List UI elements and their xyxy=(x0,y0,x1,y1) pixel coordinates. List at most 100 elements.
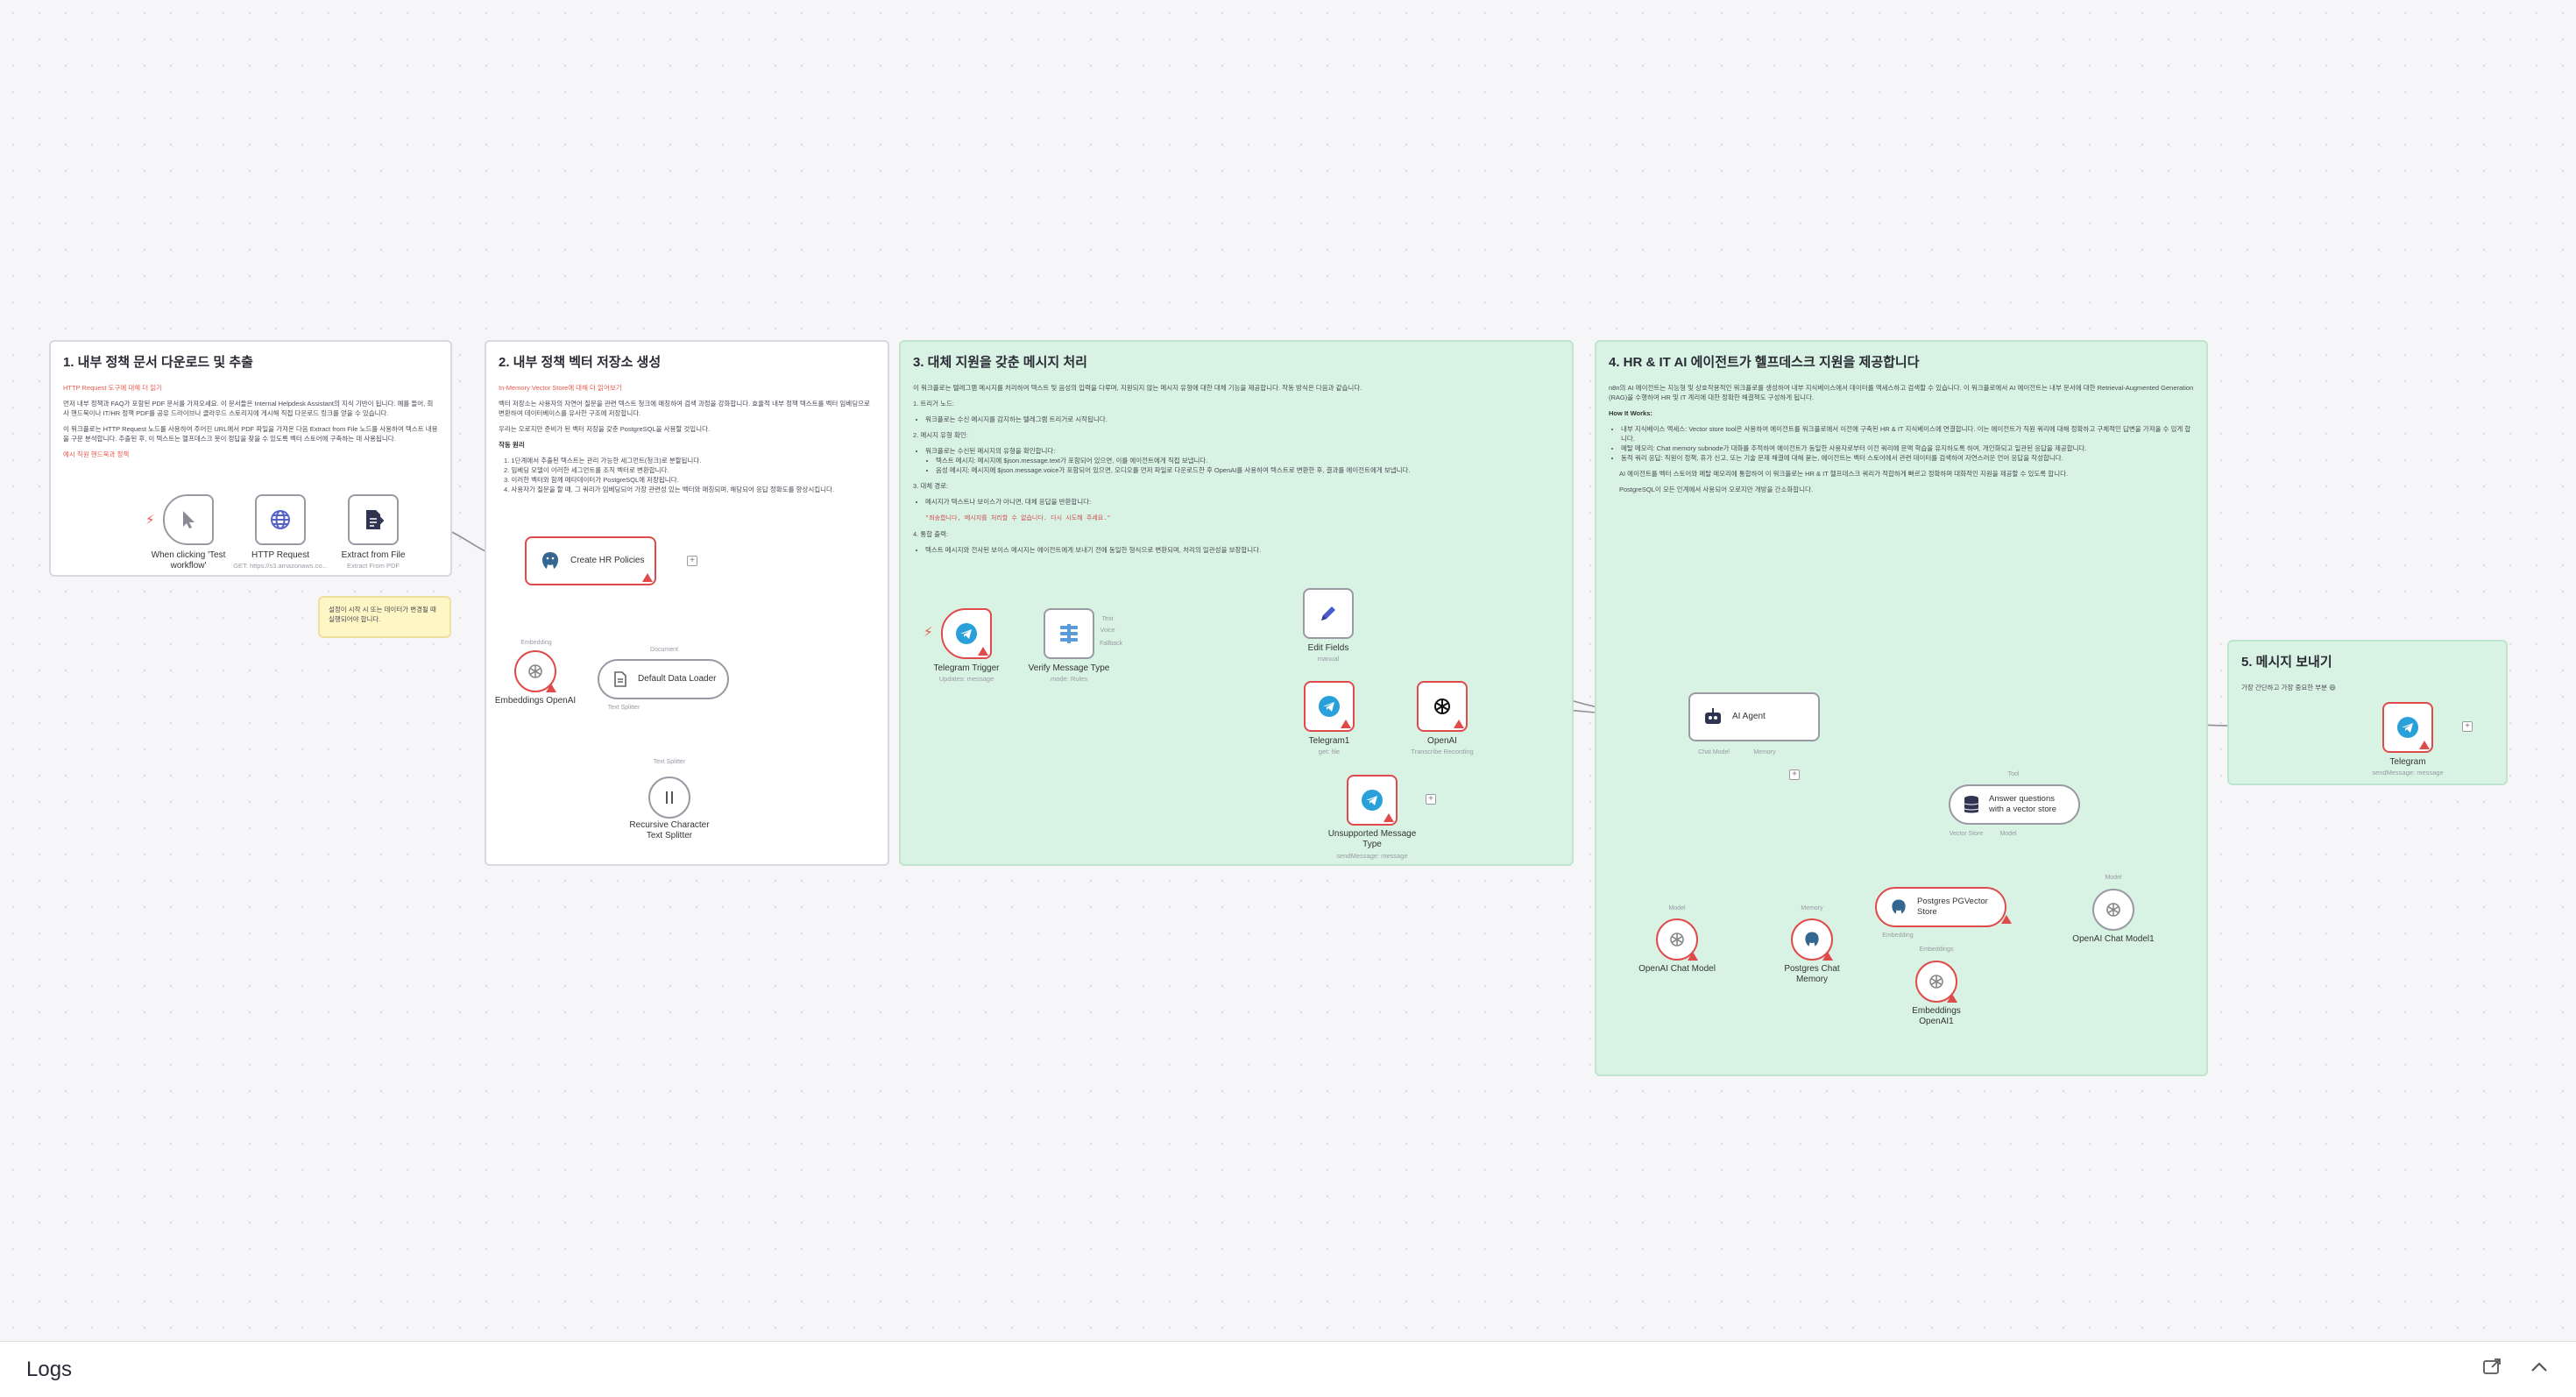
port-memory-label: Memory xyxy=(1753,749,1776,755)
openai-logo-icon xyxy=(1670,933,1684,947)
verify-message-type-node[interactable] xyxy=(1044,608,1094,659)
sticky-2-link[interactable]: In-Memory Vector Store에 대해 더 읽어보기 xyxy=(499,384,622,392)
openai-chat-model1-label: OpenAI Chat Model1 xyxy=(2072,934,2155,944)
logs-title[interactable]: Logs xyxy=(26,1357,73,1381)
sticky-2-list-item: 3. 이러한 벡터와 함께 메타데이터가 PostgreSQL에 저장됩니다. xyxy=(504,476,679,484)
sticky-note-5[interactable]: 5. 메시지 보내기 가장 간단하고 가장 중요한 부분 😄 xyxy=(2227,640,2508,785)
telegram1-node[interactable] xyxy=(1304,681,1355,732)
sticky-3-h2: 2. 메시지 유형 확인: xyxy=(913,431,968,439)
trigger-bolt-icon: ⚡ xyxy=(924,625,933,640)
chevron-up-icon[interactable] xyxy=(2529,1357,2550,1383)
sticky-4-b3: 동적 쿼리 응답: 직원이 정책, 휴가 신고, 또는 기술 문제 해결에 대해… xyxy=(1621,453,2194,463)
http-request-label: HTTP Request xyxy=(251,550,309,560)
sticky-3-h3: 3. 대체 경로: xyxy=(913,482,949,490)
sticky-3-l1: 워크플로는 수신 메시지를 감지하는 텔레그램 트리거로 시작됩니다. xyxy=(925,415,1560,424)
ai-agent-node[interactable]: AI Agent xyxy=(1688,692,1820,741)
ai-agent-label: AI Agent xyxy=(1732,712,1766,721)
warning-icon xyxy=(642,573,653,582)
sticky-2-list-item: 2. 임베딩 모델이 이러한 세그먼트를 조직 벡터로 변환합니다. xyxy=(504,466,669,474)
sticky-note-1[interactable]: 1. 내부 정책 문서 다운로드 및 추출 HTTP Request 도구에 대… xyxy=(49,340,452,577)
warning-icon xyxy=(546,684,556,692)
manual-trigger-label: When clicking 'Test workflow' xyxy=(151,550,226,571)
embeddings-openai1-label: Embeddings OpenAI1 xyxy=(1912,1006,1961,1026)
sticky-note-3[interactable]: 3. 대체 지원을 갖춘 메시지 처리 이 워크플로는 텔레그램 메시지를 처리… xyxy=(899,340,1574,866)
openai-logo-icon xyxy=(1434,698,1450,714)
answer-vector-store-label: Answer questions with a vector store xyxy=(1989,794,2057,814)
telegram-trigger-node[interactable] xyxy=(941,608,992,659)
openai-logo-icon xyxy=(1929,975,1943,989)
telegram-trigger-sub: Updates: message xyxy=(938,675,994,683)
http-request-sub: GET: https://s3.amazonaws.co... xyxy=(233,562,328,570)
default-data-loader-node[interactable]: Default Data Loader xyxy=(598,659,729,699)
openai-transcribe-sub: Transcribe Recording xyxy=(1411,748,1474,755)
sticky-2-list-item: 4. 사용자가 질문을 할 때, 그 쿼리가 임베딩되어 가장 관련성 있는 벡… xyxy=(504,486,835,493)
sticky-1-title: 1. 내부 정책 문서 다운로드 및 추출 xyxy=(63,355,253,370)
telegram1-label: Telegram1 xyxy=(1308,736,1350,746)
http-request-node[interactable] xyxy=(255,494,306,545)
postgres-chat-memory-node[interactable] xyxy=(1791,918,1833,961)
sticky-3-h4: 4. 통합 출력: xyxy=(913,530,949,538)
postgres-elephant-icon xyxy=(1805,932,1819,947)
extract-from-file-node[interactable] xyxy=(348,494,399,545)
manual-trigger-node[interactable] xyxy=(163,494,214,545)
edit-fields-sub: manual xyxy=(1317,655,1340,663)
sticky-5-title: 5. 메시지 보내기 xyxy=(2241,655,2332,670)
port-voice-label: Voice xyxy=(1100,628,1115,634)
database-icon xyxy=(1964,796,1978,813)
telegram1-sub: get: file xyxy=(1318,748,1341,755)
sticky-3-title: 3. 대체 지원을 갖춘 메시지 처리 xyxy=(913,355,1087,370)
sticky-4-p3: PostgreSQL이 모든 인계에서 사용되어 오로지만 개방을 간소화합니다… xyxy=(1619,486,1814,493)
postgres-pgvector-node[interactable]: Postgres PGVector Store xyxy=(1875,887,2012,927)
sticky-1-p1: 먼저 내부 정책과 FAQ가 포함된 PDF 문서를 가져오세요. 이 문서들은… xyxy=(63,400,434,417)
embeddings-openai1-node[interactable] xyxy=(1915,961,1957,1003)
openai-logo-icon xyxy=(2106,903,2120,917)
openai-chat-model-label: OpenAI Chat Model xyxy=(1638,964,1716,974)
openai-chat-model-node[interactable] xyxy=(1656,918,1698,961)
add-node-button[interactable]: + xyxy=(1426,794,1436,805)
sticky-3-l4: 텍스트 메시지와 전사된 보이스 메시지는 에이전트에게 보내기 전에 동일한 … xyxy=(925,545,1560,555)
sticky-note-2[interactable]: 2. 내부 정책 벡터 저장소 생성 In-Memory Vector Stor… xyxy=(485,340,889,866)
sticky-2-p2: 우리는 오로지만 준비가 된 벡터 저장을 갖춘 PostgreSQL을 사용할… xyxy=(499,425,711,433)
postgres-elephant-icon xyxy=(1892,899,1906,914)
postgres-chat-memory-label: Postgres Chat Memory xyxy=(1784,964,1840,984)
port-fallback-label: Fallback xyxy=(1099,641,1123,647)
create-hr-policies-node[interactable]: Create HR Policies xyxy=(525,536,656,585)
add-node-button[interactable]: + xyxy=(2462,721,2473,732)
sticky-1-link2[interactable]: 예시 직원 핸드북과 정책 xyxy=(63,450,130,458)
warning-icon xyxy=(1341,720,1351,728)
pop-out-icon[interactable] xyxy=(2481,1357,2502,1383)
logs-panel-bar[interactable]: Logs xyxy=(0,1341,2576,1397)
pencil-icon xyxy=(1321,606,1335,620)
openai-transcribe-node[interactable] xyxy=(1417,681,1468,732)
sticky-4-title: 4. HR & IT AI 에이전트가 헬프데스크 지원을 제공합니다 xyxy=(1609,355,1920,370)
port-embeddings2-label: Embeddings xyxy=(1919,947,1954,953)
telegram-send-node[interactable] xyxy=(2382,702,2433,753)
cursor-icon xyxy=(183,511,195,528)
edit-fields-node[interactable] xyxy=(1303,588,1354,639)
port-chat-model-top-label: Model xyxy=(1668,905,1686,911)
yellow-note-text: 설정이 시작 시 또는 데이터가 변경될 때 실행되어야 합니다. xyxy=(329,606,436,623)
add-tool-button[interactable]: + xyxy=(1789,769,1800,780)
robot-icon xyxy=(1705,708,1721,724)
file-extract-icon xyxy=(614,671,626,687)
extract-from-file-sub: Extract From PDF xyxy=(346,562,400,570)
answer-vector-store-node[interactable]: Answer questions with a vector store xyxy=(1949,784,2080,825)
postgres-pgvector-label: Postgres PGVector Store xyxy=(1917,897,1988,917)
sticky-3-l3: 메시지가 텍스트나 보이스가 아니면, 대체 응답을 반환합니다: xyxy=(925,497,1560,507)
telegram-send-sub: sendMessage: message xyxy=(2372,769,2444,777)
port-tool-label: Tool xyxy=(2007,771,2020,777)
openai-chat-model1-node[interactable] xyxy=(2092,889,2134,931)
trigger-bolt-icon: ⚡ xyxy=(145,513,155,528)
openai-logo-icon xyxy=(528,664,542,678)
add-node-button[interactable]: + xyxy=(687,556,697,566)
create-hr-policies-label: Create HR Policies xyxy=(570,556,645,565)
sticky-note-yellow[interactable]: 설정이 시작 시 또는 데이터가 변경될 때 실행되어야 합니다. xyxy=(318,596,451,638)
split-icon xyxy=(666,791,673,804)
embeddings-openai-node[interactable] xyxy=(514,650,556,692)
text-splitter-node[interactable] xyxy=(648,777,690,819)
unsupported-message-node[interactable] xyxy=(1347,775,1398,826)
sticky-1-link[interactable]: HTTP Request 도구에 대해 더 읽기 xyxy=(63,384,162,392)
port-text-splitter-top-label: Text Splitter xyxy=(653,759,686,765)
sticky-3-p1: 이 워크플로는 텔레그램 메시지를 처리하여 텍스트 및 음성의 입력을 다루며… xyxy=(913,384,1362,392)
workflow-canvas[interactable]: 1. 내부 정책 문서 다운로드 및 추출 HTTP Request 도구에 대… xyxy=(0,0,2576,1341)
